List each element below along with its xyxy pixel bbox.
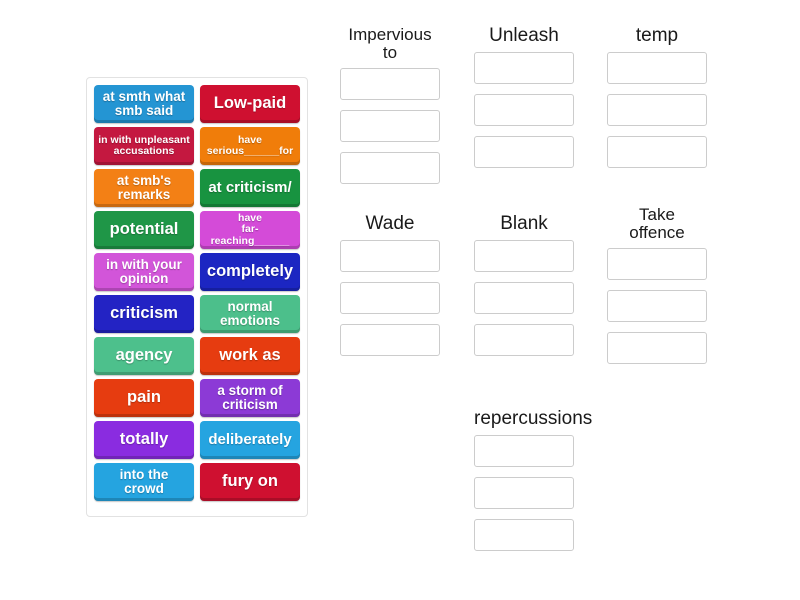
answer-group-repercussions: repercussions bbox=[474, 408, 593, 552]
word-tile[interactable]: criticism bbox=[94, 295, 194, 333]
slot-list bbox=[607, 52, 707, 169]
drop-slot[interactable] bbox=[340, 152, 440, 185]
word-tile-label: at criticism/ bbox=[208, 179, 292, 197]
word-tile[interactable]: have serious______for bbox=[200, 127, 300, 165]
drop-slot[interactable] bbox=[340, 68, 440, 101]
slot-list bbox=[474, 52, 574, 169]
word-tile[interactable]: into the crowd bbox=[94, 463, 194, 501]
word-tile-label: Low-paid bbox=[213, 94, 287, 113]
drop-slot[interactable] bbox=[607, 248, 707, 281]
group-title: Take offence bbox=[629, 205, 685, 243]
word-tile[interactable]: potential bbox=[94, 211, 194, 249]
word-tile[interactable]: work as bbox=[200, 337, 300, 375]
word-tile-label: potential bbox=[109, 220, 179, 239]
drop-slot[interactable] bbox=[474, 435, 574, 468]
drop-slot[interactable] bbox=[607, 52, 707, 85]
word-tile-label: pain bbox=[127, 388, 161, 407]
group-title: Unleash bbox=[489, 25, 559, 46]
answer-group-blank: Blank bbox=[474, 213, 574, 357]
answer-group-impervious-to: Impervious to bbox=[340, 25, 440, 185]
drop-slot[interactable] bbox=[474, 324, 574, 357]
group-title: Wade bbox=[365, 213, 415, 234]
word-tile-label: in with unpleasant accusations bbox=[98, 133, 190, 157]
drop-slot[interactable] bbox=[607, 290, 707, 323]
slot-list bbox=[607, 248, 707, 365]
word-tile-label: in with your opinion bbox=[106, 256, 182, 286]
answer-group-wade: Wade bbox=[340, 213, 440, 357]
word-tile[interactable]: totally bbox=[94, 421, 194, 459]
drop-slot[interactable] bbox=[474, 52, 574, 85]
slot-list bbox=[340, 240, 440, 357]
word-tile[interactable]: a storm of criticism bbox=[200, 379, 300, 417]
drop-slot[interactable] bbox=[607, 136, 707, 169]
answer-group-temp: temp bbox=[607, 25, 707, 169]
word-tile[interactable]: agency bbox=[94, 337, 194, 375]
word-tile-label: work as bbox=[219, 346, 281, 365]
drop-slot[interactable] bbox=[340, 240, 440, 273]
group-title: repercussions bbox=[474, 408, 593, 429]
word-tile[interactable]: in with your opinion bbox=[94, 253, 194, 291]
slot-list bbox=[474, 240, 574, 357]
word-tile[interactable]: at smb's remarks bbox=[94, 169, 194, 207]
drop-slot[interactable] bbox=[474, 94, 574, 127]
word-tile-pool[interactable]: at smth what smb said Low-paid in with unp… bbox=[86, 77, 308, 517]
drop-slot[interactable] bbox=[607, 94, 707, 127]
word-tile-label: criticism bbox=[110, 304, 178, 323]
word-tile[interactable]: normal emotions bbox=[200, 295, 300, 333]
word-tile[interactable]: have far-reaching______ bbox=[200, 211, 300, 249]
word-tile-label: totally bbox=[119, 430, 169, 449]
drop-slot[interactable] bbox=[474, 477, 574, 510]
slot-list bbox=[474, 435, 574, 552]
word-tile[interactable]: Low-paid bbox=[200, 85, 300, 123]
word-tile-label: a storm of criticism bbox=[217, 382, 283, 412]
answer-group-unleash: Unleash bbox=[474, 25, 574, 169]
drop-slot[interactable] bbox=[474, 282, 574, 315]
word-tile[interactable]: deliberately bbox=[200, 421, 300, 459]
drop-slot[interactable] bbox=[340, 324, 440, 357]
word-tile-label: completely bbox=[206, 262, 294, 281]
word-tile-label: agency bbox=[115, 346, 173, 365]
word-tile-label: into the crowd bbox=[119, 466, 169, 496]
word-tile-label: at smth what smb said bbox=[102, 88, 186, 118]
drop-slot[interactable] bbox=[340, 110, 440, 143]
drop-slot[interactable] bbox=[474, 519, 574, 552]
word-tile-label: deliberately bbox=[208, 431, 292, 449]
word-tile-label: have far-reaching______ bbox=[210, 212, 290, 247]
word-tile[interactable]: at criticism/ bbox=[200, 169, 300, 207]
drop-slot[interactable] bbox=[340, 282, 440, 315]
word-tile-label: fury on bbox=[222, 472, 278, 491]
word-tile-label: at smb's remarks bbox=[116, 172, 172, 202]
word-tile[interactable]: pain bbox=[94, 379, 194, 417]
word-tile-label: normal emotions bbox=[219, 298, 280, 328]
word-tile[interactable]: fury on bbox=[200, 463, 300, 501]
drop-slot[interactable] bbox=[474, 136, 574, 169]
group-title: Blank bbox=[500, 213, 548, 234]
drop-slot[interactable] bbox=[474, 240, 574, 273]
group-title: temp bbox=[635, 25, 679, 46]
group-title: Impervious to bbox=[348, 25, 432, 63]
slot-list bbox=[340, 68, 440, 185]
word-tile-label: have serious______for bbox=[206, 133, 294, 157]
drop-slot[interactable] bbox=[607, 332, 707, 365]
word-tile[interactable]: in with unpleasant accusations bbox=[94, 127, 194, 165]
answer-group-take-offence: Take offence bbox=[607, 205, 707, 365]
word-tile[interactable]: completely bbox=[200, 253, 300, 291]
word-tile[interactable]: at smth what smb said bbox=[94, 85, 194, 123]
